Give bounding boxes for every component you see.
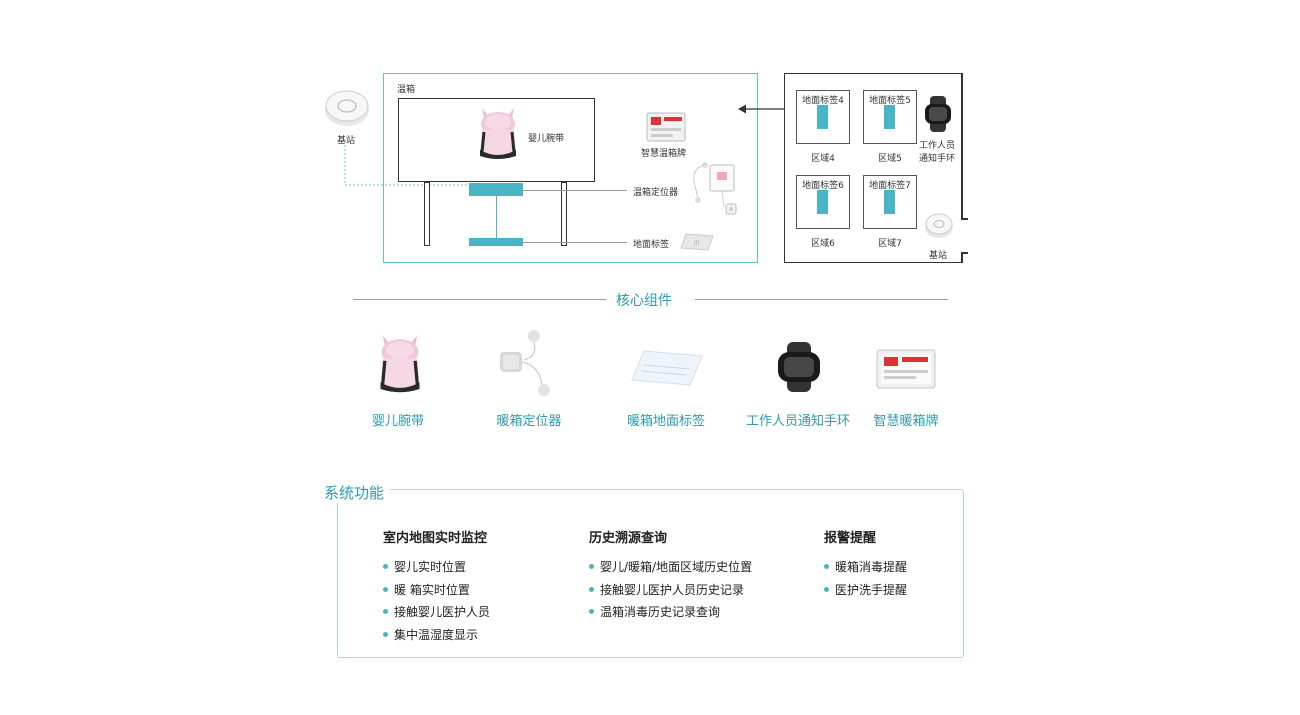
component-label: 智慧暖箱牌 — [873, 414, 939, 429]
bullet-dot-icon — [589, 586, 594, 592]
zone-6: 地面标签6 — [796, 175, 850, 229]
system-functions-box — [337, 489, 964, 658]
floor-tag-icon: ||| — [680, 233, 714, 251]
ward-area — [784, 73, 962, 263]
base-station-icon — [925, 213, 953, 238]
core-components-title: 核心组件 — [616, 293, 672, 309]
base-station-link — [344, 145, 475, 186]
ward-area-right-edge-top — [961, 73, 963, 219]
bullet-dot-icon — [824, 564, 829, 569]
incubator-leg-right — [561, 182, 567, 246]
section-divider-left — [353, 299, 606, 300]
baby-band-label: 婴儿腕带 — [528, 134, 565, 144]
function-column-alert: 报警提醒 暖箱消毒提醒 医护洗手提醒 — [824, 527, 907, 601]
zone-tag: 地面标签7 — [869, 181, 911, 191]
zone-tag-mark — [817, 105, 828, 129]
function-column-history: 历史溯源查询 婴儿/暖箱/地面区域历史位置 接触婴儿医护人员历史记录 温箱消毒历… — [589, 527, 752, 624]
smart-card-label: 智慧温箱牌 — [641, 149, 687, 159]
zone-tag-mark — [884, 105, 895, 129]
incubator-leg-left — [424, 182, 430, 246]
bullet-dot-icon — [383, 609, 388, 614]
smart-card-icon — [876, 349, 936, 389]
section-divider-right — [695, 299, 948, 300]
zone-area-label: 区域4 — [811, 154, 835, 164]
floor-tag-pointer-line — [523, 242, 627, 243]
incubator-locator-icon — [500, 330, 550, 396]
floor-tag-label: 地面标签 — [633, 240, 670, 250]
area-to-incubator-arrow — [738, 104, 784, 114]
function-item: 暖箱消毒提醒 — [824, 556, 907, 579]
function-item: 温箱消毒历史记录查询 — [589, 601, 752, 624]
bullet-dot-icon — [383, 586, 388, 592]
zone-7: 地面标签7 — [863, 175, 917, 229]
svg-text:|||: ||| — [694, 240, 699, 246]
base-station-icon — [325, 90, 369, 126]
ward-area-right-edge-bottom — [961, 252, 963, 263]
zone-tag: 地面标签5 — [869, 96, 911, 106]
locator-label: 温箱定位器 — [633, 188, 679, 198]
locator-to-tag-line — [496, 196, 497, 238]
bullet-dot-icon — [824, 586, 829, 592]
staff-band-label-1: 工作人员 — [919, 141, 956, 151]
function-item: 医护洗手提醒 — [824, 579, 907, 602]
component-label: 工作人员通知手环 — [745, 414, 850, 429]
baby-wristband-icon — [380, 334, 420, 393]
incubator-label: 温箱 — [397, 85, 416, 95]
zone-4: 地面标签4 — [796, 90, 850, 144]
bullet-dot-icon — [589, 564, 594, 569]
zone-area-label: 区域7 — [878, 239, 902, 249]
function-item: 婴儿/暖箱/地面区域历史位置 — [589, 556, 752, 579]
bullet-dot-icon — [383, 564, 388, 569]
zone-tag-mark — [817, 190, 828, 214]
staff-band-label-2: 通知手环 — [919, 154, 956, 164]
function-item: 集中温湿度显示 — [383, 624, 490, 647]
function-item: 暖 箱实时位置 — [383, 579, 490, 602]
floor-tag-icon — [631, 350, 703, 386]
component-label: 暖箱地面标签 — [626, 414, 705, 429]
smart-card-icon — [646, 112, 686, 142]
function-item: 接触婴儿医护人员历史记录 — [589, 579, 752, 602]
component-label: 婴儿腕带 — [371, 414, 424, 429]
zone-area-label: 区域6 — [811, 239, 835, 249]
baby-wristband-icon — [480, 108, 516, 159]
function-item: 接触婴儿医护人员 — [383, 601, 490, 624]
zone-tag: 地面标签6 — [802, 181, 844, 191]
incubator-locator-icon — [693, 162, 737, 215]
function-column-title: 历史溯源查询 — [589, 531, 668, 546]
locator-pointer-line — [523, 190, 627, 191]
bullet-dot-icon — [383, 631, 388, 637]
ward-edge-tick-top — [961, 218, 968, 220]
bullet-dot-icon — [589, 609, 594, 614]
zone-tag-mark — [884, 190, 895, 214]
zone-area-label: 区域5 — [878, 154, 902, 164]
incubator-locator-bar — [469, 183, 523, 196]
function-column-title: 报警提醒 — [824, 531, 877, 546]
function-column-title: 室内地图实时监控 — [383, 531, 488, 546]
function-column-realtime: 室内地图实时监控 婴儿实时位置 暖 箱实时位置 接触婴儿医护人员 集中温湿度显示 — [383, 527, 490, 646]
component-label: 暖箱定位器 — [496, 414, 562, 429]
floor-tag-bar — [469, 238, 523, 246]
function-item: 婴儿实时位置 — [383, 556, 490, 579]
system-functions-title: 系统功能 — [322, 482, 391, 503]
zone-5: 地面标签5 — [863, 90, 917, 144]
base-station-left-label: 基站 — [337, 136, 356, 146]
staff-band-icon — [925, 96, 951, 132]
ward-edge-tick-bottom — [961, 252, 968, 254]
staff-band-icon — [778, 342, 820, 392]
incubator-area — [383, 73, 758, 263]
zone-tag: 地面标签4 — [802, 96, 844, 106]
base-station-right-label: 基站 — [929, 251, 948, 261]
